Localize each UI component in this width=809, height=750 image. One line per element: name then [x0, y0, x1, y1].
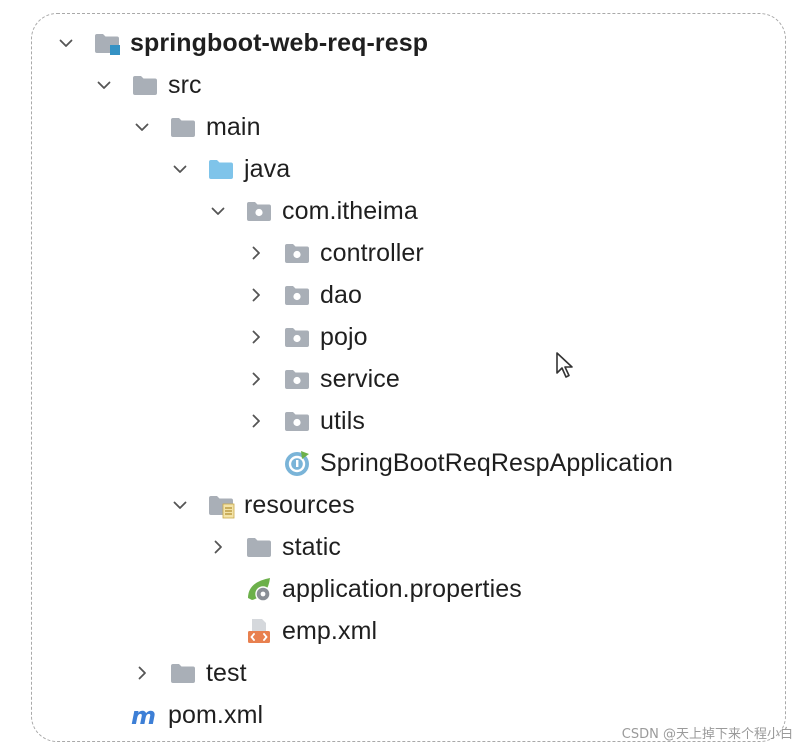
tree-node-emp-xml[interactable]: emp.xml	[206, 614, 377, 648]
tree-node-dao[interactable]: dao	[244, 278, 362, 312]
spring-boot-class-icon	[282, 448, 312, 478]
chevron-right-icon[interactable]	[244, 362, 268, 396]
folder-icon	[130, 70, 160, 100]
source-root-folder-icon	[206, 154, 236, 184]
tree-node-label: pojo	[320, 323, 368, 351]
chevron-right-icon[interactable]	[244, 320, 268, 354]
chevron-right-icon[interactable]	[244, 278, 268, 312]
tree-node-label: com.itheima	[282, 197, 418, 225]
chevron-down-icon[interactable]	[130, 110, 154, 144]
tree-node-pom-xml[interactable]: m pom.xml	[92, 698, 263, 732]
tree-node-label: SpringBootReqRespApplication	[320, 449, 674, 477]
chevron-down-icon[interactable]	[206, 194, 230, 228]
tree-node-label: main	[206, 113, 261, 141]
svg-text:m: m	[131, 702, 156, 730]
mouse-cursor-icon	[556, 352, 573, 378]
package-icon	[282, 280, 312, 310]
tree-node-service[interactable]: service	[244, 362, 400, 396]
resources-folder-icon	[206, 490, 236, 520]
chevron-down-icon[interactable]	[54, 26, 78, 60]
watermark: CSDN @天上掉下来个程小白	[621, 727, 793, 742]
chevron-right-icon[interactable]	[130, 656, 154, 690]
tree-node-label: controller	[320, 239, 424, 267]
package-icon	[282, 238, 312, 268]
package-icon	[244, 196, 274, 226]
chevron-right-icon[interactable]	[244, 404, 268, 438]
tree-node-label: dao	[320, 281, 363, 309]
chevron-down-icon[interactable]	[168, 488, 192, 522]
tree-node-utils[interactable]: utils	[244, 404, 365, 438]
tree-node-src[interactable]: src	[92, 68, 202, 102]
tree-node-label: src	[168, 71, 202, 99]
tree-node-controller[interactable]: controller	[244, 236, 424, 270]
tree-node-com-itheima[interactable]: com.itheima	[206, 194, 418, 228]
tree-node-pojo[interactable]: pojo	[244, 320, 368, 354]
tree-node-springbootreqrespapplication[interactable]: SpringBootReqRespApplication	[244, 446, 673, 480]
tree-node-static[interactable]: static	[206, 530, 341, 564]
tree-node-java[interactable]: java	[168, 152, 290, 186]
maven-icon: m	[130, 700, 160, 730]
tree-node-label: static	[282, 533, 341, 561]
chevron-right-icon[interactable]	[206, 530, 230, 564]
project-tree-panel	[31, 13, 786, 742]
tree-node-label: pom.xml	[168, 701, 264, 729]
folder-icon	[244, 532, 274, 562]
folder-icon	[168, 112, 198, 142]
chevron-down-icon[interactable]	[168, 152, 192, 186]
tree-node-label: resources	[244, 491, 355, 519]
tree-node-label: application.properties	[282, 575, 522, 603]
tree-node-application-properties[interactable]: application.properties	[206, 572, 522, 606]
tree-node-test[interactable]: test	[130, 656, 247, 690]
tree-node-main[interactable]: main	[130, 110, 261, 144]
tree-node-label: java	[244, 155, 291, 183]
xml-file-icon	[244, 616, 274, 646]
module-folder-icon	[92, 28, 122, 58]
package-icon	[282, 364, 312, 394]
package-icon	[282, 406, 312, 436]
tree-node-springboot-web-req-resp[interactable]: springboot-web-req-resp	[54, 26, 428, 60]
spring-properties-icon	[244, 574, 274, 604]
tree-node-label: springboot-web-req-resp	[130, 29, 429, 57]
folder-icon	[168, 658, 198, 688]
package-icon	[282, 322, 312, 352]
chevron-right-icon[interactable]	[244, 236, 268, 270]
tree-node-label: utils	[320, 407, 365, 435]
tree-node-label: test	[206, 659, 247, 687]
chevron-down-icon[interactable]	[92, 68, 116, 102]
tree-node-label: emp.xml	[282, 617, 378, 645]
tree-node-label: service	[320, 365, 400, 393]
tree-node-resources[interactable]: resources	[168, 488, 355, 522]
